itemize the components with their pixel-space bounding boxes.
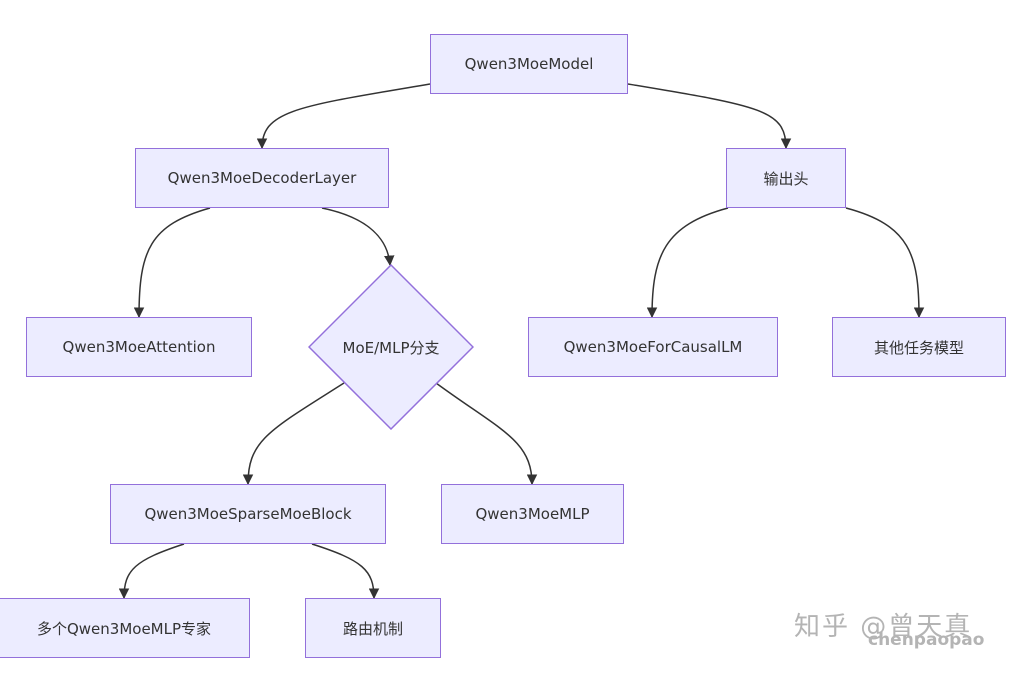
edge-model-to-decoder-layer: [256, 83, 431, 150]
node-label: Qwen3MoeForCausalLM: [563, 338, 743, 356]
node-other-task-models: 其他任务模型: [832, 317, 1006, 377]
node-sparse-moe-block: Qwen3MoeSparseMoeBlock: [110, 484, 386, 544]
edge-output-head-to-other-tasks: [845, 207, 925, 319]
node-label: 路由机制: [342, 619, 403, 638]
node-moe-mlp-branch: MoE/MLP分支: [308, 264, 474, 430]
edge-decoder-layer-to-branch: [321, 207, 395, 267]
node-causal-lm: Qwen3MoeForCausalLM: [528, 317, 778, 377]
node-multiple-experts: 多个Qwen3MoeMLP专家: [0, 598, 250, 658]
node-routing-mechanism: 路由机制: [305, 598, 441, 658]
watermark-subtext: chenpaopao: [868, 630, 985, 650]
node-label: Qwen3MoeSparseMoeBlock: [144, 505, 352, 523]
edge-output-head-to-causal-lm: [646, 207, 729, 319]
node-label: Qwen3MoeMLP: [475, 505, 590, 523]
node-label: MoE/MLP分支: [342, 338, 440, 357]
edge-sparse-block-to-router: [311, 543, 380, 600]
node-label: Qwen3MoeModel: [464, 55, 594, 73]
node-output-head: 输出头: [726, 148, 846, 208]
node-label: Qwen3MoeAttention: [62, 338, 216, 356]
edge-branch-to-mlp: [435, 382, 538, 486]
edge-decoder-layer-to-attention: [133, 207, 211, 319]
node-qwen3-moe-mlp: Qwen3MoeMLP: [441, 484, 624, 544]
decision-diamond-shape: [308, 264, 474, 430]
node-label: 输出头: [763, 169, 809, 188]
watermark-text: 知乎 @曾天真: [794, 612, 973, 642]
node-label: Qwen3MoeDecoderLayer: [167, 169, 357, 187]
edge-branch-to-sparse-block: [242, 382, 345, 486]
node-attention: Qwen3MoeAttention: [26, 317, 252, 377]
node-label: 多个Qwen3MoeMLP专家: [36, 619, 212, 638]
edge-model-to-output-head: [627, 83, 792, 150]
node-decoder-layer: Qwen3MoeDecoderLayer: [135, 148, 389, 208]
node-qwen3-moe-model: Qwen3MoeModel: [430, 34, 628, 94]
node-label: 其他任务模型: [873, 338, 964, 357]
edge-sparse-block-to-experts: [118, 543, 185, 600]
